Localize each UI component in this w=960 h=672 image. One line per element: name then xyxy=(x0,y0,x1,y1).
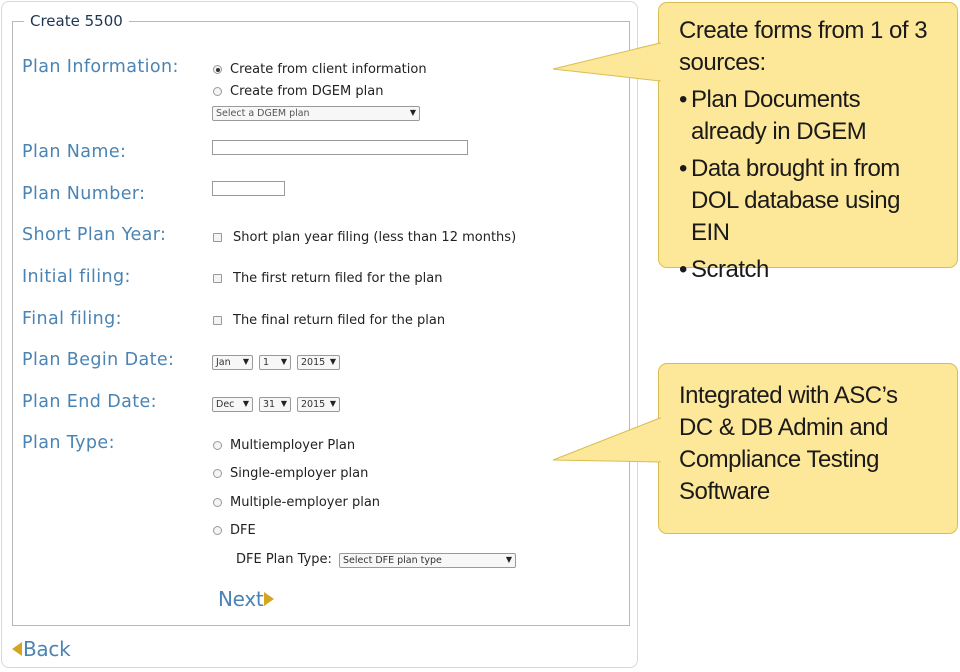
plan-number-label: Plan Number: xyxy=(22,184,146,204)
select-value: Jan xyxy=(216,357,231,368)
sources-callout: Create forms from 1 of 3 sources: • Plan… xyxy=(552,2,958,283)
begin-year-select[interactable]: 2015 ▼ xyxy=(297,355,340,370)
initial-filing-checkbox[interactable]: The first return filed for the plan xyxy=(213,271,442,286)
select-value: 31 xyxy=(263,399,276,410)
callout-bullet: • Data brought in from DOL database usin… xyxy=(679,153,937,249)
callout-bullet: • Scratch xyxy=(679,254,937,286)
select-value: 2015 xyxy=(301,399,326,410)
callout-heading: Create forms from 1 of 3 sources: xyxy=(679,17,928,76)
bullet-dot: • xyxy=(679,256,687,283)
begin-month-select[interactable]: Jan ▼ xyxy=(212,355,253,370)
bullet-dot: • xyxy=(679,86,687,113)
plan-number-input[interactable] xyxy=(212,181,285,196)
checkbox-label: The first return filed for the plan xyxy=(233,271,443,286)
callout-bullet: • Plan Documents already in DGEM xyxy=(679,84,937,148)
chevron-down-icon: ▼ xyxy=(505,555,512,564)
callout-pointer xyxy=(552,417,662,463)
plan-end-date-label: Plan End Date: xyxy=(22,392,157,412)
radio-button[interactable] xyxy=(213,469,222,478)
bullet-text: Data brought in from DOL database using … xyxy=(691,155,900,246)
end-month-select[interactable]: Dec ▼ xyxy=(212,397,253,412)
initial-filing-label: Initial filing: xyxy=(22,267,131,287)
short-plan-year-label: Short Plan Year: xyxy=(22,225,167,245)
radio-label: Create from client information xyxy=(230,62,427,77)
next-button[interactable]: Next xyxy=(218,587,275,611)
radio-label: DFE xyxy=(230,523,256,538)
radio-label: Single-employer plan xyxy=(230,466,369,481)
radio-button[interactable] xyxy=(213,441,222,450)
chevron-down-icon: ▼ xyxy=(329,357,336,366)
select-value: Dec xyxy=(216,399,235,410)
end-day-select[interactable]: 31 ▼ xyxy=(259,397,291,412)
back-label: Back xyxy=(23,637,71,661)
final-filing-label: Final filing: xyxy=(22,309,122,329)
radio-dfe[interactable]: DFE xyxy=(213,523,256,538)
chevron-down-icon: ▼ xyxy=(242,357,249,366)
bullet-text: Plan Documents already in DGEM xyxy=(691,86,867,145)
select-value: 1 xyxy=(263,357,270,368)
arrow-right-icon xyxy=(264,592,275,606)
checkbox[interactable] xyxy=(213,274,222,283)
arrow-left-icon xyxy=(12,642,22,656)
dgem-plan-select[interactable]: Select a DGEM plan ▼ xyxy=(212,106,420,121)
integration-callout: Integrated with ASC’s DC & DB Admin and … xyxy=(552,363,958,534)
bullet-text: Scratch xyxy=(691,256,769,283)
plan-type-label: Plan Type: xyxy=(22,433,115,453)
radio-button-selected[interactable] xyxy=(213,65,222,74)
checkbox-label: The final return filed for the plan xyxy=(233,313,446,328)
radio-multiple-employer-plan[interactable]: Multiple-employer plan xyxy=(213,495,380,510)
select-value: Select DFE plan type xyxy=(343,555,442,566)
back-button[interactable]: Back xyxy=(12,637,71,661)
short-plan-year-checkbox[interactable]: Short plan year filing (less than 12 mon… xyxy=(213,230,516,245)
form-title: Create 5500 xyxy=(24,12,129,30)
radio-multiemployer-plan[interactable]: Multiemployer Plan xyxy=(213,438,355,453)
dfe-plan-type-select[interactable]: Select DFE plan type ▼ xyxy=(339,553,516,568)
radio-button[interactable] xyxy=(213,87,222,96)
dfe-plan-type-label: DFE Plan Type: xyxy=(236,552,332,567)
radio-label: Multiple-employer plan xyxy=(230,495,381,510)
plan-name-label: Plan Name: xyxy=(22,142,127,162)
next-label: Next xyxy=(218,587,264,611)
radio-button[interactable] xyxy=(213,526,222,535)
radio-single-employer-plan[interactable]: Single-employer plan xyxy=(213,466,368,481)
checkbox[interactable] xyxy=(213,233,222,242)
end-year-select[interactable]: 2015 ▼ xyxy=(297,397,340,412)
radio-label: Multiemployer Plan xyxy=(230,438,356,453)
chevron-down-icon: ▼ xyxy=(409,108,416,117)
radio-label: Create from DGEM plan xyxy=(230,84,384,99)
radio-create-from-dgem[interactable]: Create from DGEM plan xyxy=(213,84,383,99)
select-value: 2015 xyxy=(301,357,326,368)
radio-create-from-client[interactable]: Create from client information xyxy=(213,62,427,77)
callout-text: Integrated with ASC’s DC & DB Admin and … xyxy=(679,382,898,505)
checkbox[interactable] xyxy=(213,316,222,325)
chevron-down-icon: ▼ xyxy=(242,399,249,408)
chevron-down-icon: ▼ xyxy=(280,399,287,408)
chevron-down-icon: ▼ xyxy=(280,357,287,366)
bullet-dot: • xyxy=(679,155,687,182)
plan-information-label: Plan Information: xyxy=(22,57,179,77)
select-value: Select a DGEM plan xyxy=(216,108,310,119)
radio-button[interactable] xyxy=(213,498,222,507)
plan-name-input[interactable] xyxy=(212,140,468,155)
final-filing-checkbox[interactable]: The final return filed for the plan xyxy=(213,313,445,328)
begin-day-select[interactable]: 1 ▼ xyxy=(259,355,291,370)
create-5500-fieldset xyxy=(12,21,630,626)
plan-begin-date-label: Plan Begin Date: xyxy=(22,350,175,370)
chevron-down-icon: ▼ xyxy=(329,399,336,408)
checkbox-label: Short plan year filing (less than 12 mon… xyxy=(233,230,517,245)
callout-pointer xyxy=(552,42,662,82)
